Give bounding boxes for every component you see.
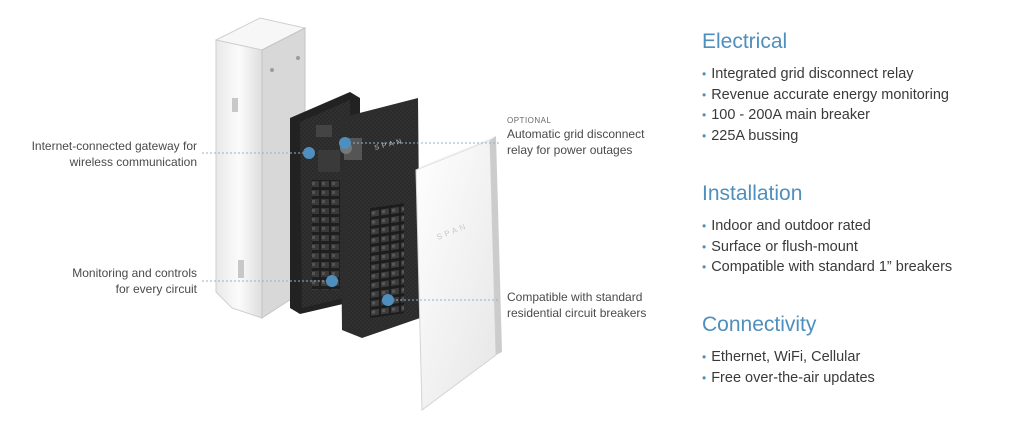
bullet-icon: •: [702, 370, 707, 385]
list-item: • Integrated grid disconnect relay: [702, 64, 949, 85]
list-item: • Compatible with standard 1” breakers: [702, 257, 952, 278]
relay-marker: [339, 137, 351, 149]
gateway-marker: [303, 147, 315, 159]
callout-breakers: Compatible with standard residential cir…: [507, 289, 697, 321]
callout-gateway-line1: Internet-connected gateway for: [31, 139, 197, 153]
bullet-icon: •: [702, 108, 707, 123]
section-title-electrical: Electrical: [702, 30, 788, 53]
bullet-icon: •: [702, 350, 707, 364]
callout-monitoring-line2: for every circuit: [115, 282, 197, 296]
callout-relay-line1: Automatic grid disconnect: [507, 127, 645, 141]
list-item-text: Surface or flush-mount: [711, 238, 858, 255]
bullet-icon: •: [702, 128, 707, 143]
list-item-text: Ethernet, WiFi, Cellular: [711, 349, 861, 365]
list-item-text: Free over-the-air updates: [711, 369, 875, 386]
front-cover: SPAN: [415, 136, 502, 411]
section-title-installation: Installation: [702, 182, 803, 205]
list-item: • Surface or flush-mount: [702, 237, 952, 258]
bullet-icon: •: [702, 239, 707, 254]
callout-monitoring: Monitoring and controls for every circui…: [20, 265, 197, 297]
section-connectivity: Connectivity • Ethernet, WiFi, Cellular •…: [702, 313, 875, 388]
list-item: • 225A bussing: [702, 126, 949, 147]
list-item-text: Integrated grid disconnect relay: [711, 66, 914, 82]
callout-relay-line2: relay for power outages: [507, 143, 633, 157]
callout-monitoring-line1: Monitoring and controls: [72, 266, 197, 280]
monitoring-marker: [326, 275, 338, 287]
bullet-icon: •: [702, 219, 707, 233]
list-item-text: 100 - 200A main breaker: [711, 107, 870, 124]
callout-relay: OPTIONAL Automatic grid disconnect relay…: [507, 115, 697, 158]
optional-tag: OPTIONAL: [507, 116, 552, 125]
list-item: • Indoor and outdoor rated: [702, 216, 952, 237]
bullet-icon: •: [702, 260, 707, 275]
callout-dots: [303, 137, 394, 306]
callout-gateway: Internet-connected gateway for wireless …: [20, 138, 197, 170]
connectivity-list: • Ethernet, WiFi, Cellular • Free over-the…: [702, 347, 875, 388]
list-item: • 100 - 200A main breaker: [702, 105, 949, 126]
list-item-text: 225A bussing: [711, 127, 799, 144]
breaker-marker: [382, 294, 394, 306]
deadfront-panel: SPAN: [340, 98, 420, 338]
product-exploded-view: SPAN SPAN: [202, 17, 502, 411]
callout-gateway-line2: wireless communication: [69, 155, 197, 169]
list-item: • Ethernet, WiFi, Cellular: [702, 347, 875, 368]
list-item-text: Revenue accurate energy monitoring: [711, 86, 949, 103]
installation-list: • Indoor and outdoor rated • Surface or fl…: [702, 216, 952, 278]
list-item: • Revenue accurate energy monitoring: [702, 85, 949, 106]
section-title-connectivity: Connectivity: [702, 313, 817, 336]
bullet-icon: •: [702, 67, 707, 81]
list-item-text: Indoor and outdoor rated: [711, 218, 871, 234]
bullet-icon: •: [702, 87, 707, 102]
electrical-list: • Integrated grid disconnect relay • Reven…: [702, 64, 949, 146]
callout-breakers-line2: residential circuit breakers: [507, 306, 647, 320]
list-item-text: Compatible with standard 1” breakers: [711, 259, 953, 276]
section-installation: Installation • Indoor and outdoor rated •…: [702, 182, 952, 278]
callout-breakers-line1: Compatible with standard: [507, 290, 643, 304]
callout-leaders: [202, 142, 500, 301]
section-electrical: Electrical • Integrated grid disconnect r…: [702, 30, 949, 146]
list-item: • Free over-the-air updates: [702, 368, 875, 389]
